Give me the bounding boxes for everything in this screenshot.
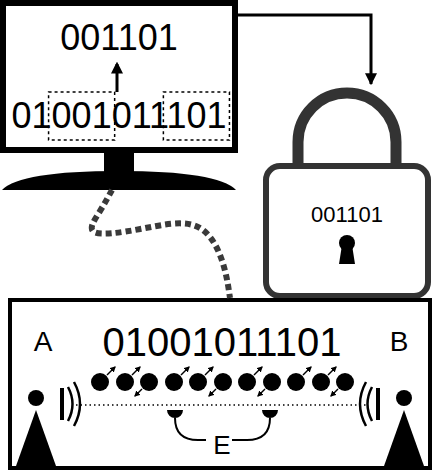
lock-key: 001101 (262, 204, 432, 226)
photon (116, 373, 134, 391)
polarization-arrow (209, 389, 216, 396)
receiver (376, 388, 380, 420)
polarization-arrow (181, 367, 189, 375)
eavesdropper-label: E (200, 432, 244, 458)
person-body (16, 410, 56, 466)
photon (287, 373, 305, 391)
detector-cup (167, 410, 278, 418)
polarization-arrow (328, 367, 336, 375)
monitor: 001101 01001011101 (0, 0, 238, 190)
endpoint-label: A (26, 328, 60, 356)
extract-arrow (116, 64, 119, 92)
keyhole (339, 245, 355, 264)
photon (263, 373, 281, 391)
signal-waves (68, 382, 80, 426)
person-head (396, 390, 412, 406)
shared-key: 001101 (0, 20, 238, 56)
photon (238, 373, 256, 391)
photon (189, 373, 207, 391)
polarization-arrow (135, 389, 142, 396)
photon (165, 373, 183, 391)
quantum-channel-box: A01001011101B E (8, 298, 432, 470)
endpoint-label: B (382, 328, 416, 356)
data-cable (92, 190, 230, 298)
polarization-arrow (254, 367, 262, 375)
photon (336, 373, 354, 391)
photon (91, 373, 109, 391)
signal-waves (360, 382, 372, 426)
lock-body (266, 166, 428, 296)
polarization-arrow (303, 367, 311, 375)
polarization-arrow (132, 367, 140, 375)
raw-bit-string: 01001011101 (0, 98, 238, 134)
polarization-arrow (107, 367, 115, 375)
key-arrow (238, 15, 371, 84)
photons (91, 373, 354, 391)
person-head (28, 390, 44, 406)
transmitted-bits: 01001011101 (62, 322, 382, 362)
photon (214, 373, 232, 391)
photon (140, 373, 158, 391)
monitor-base (2, 171, 236, 190)
monitor-neck (104, 150, 134, 173)
photon (312, 373, 330, 391)
lock-shackle (298, 93, 396, 168)
polarization-arrow (258, 389, 265, 396)
polarization-arrow (331, 389, 338, 396)
emitter (60, 388, 64, 420)
person-body (384, 410, 424, 466)
padlock: 001101 (262, 84, 432, 300)
polarization-arrows (107, 367, 338, 396)
polarization-arrow (205, 367, 213, 375)
quantum-channel (76, 404, 366, 406)
